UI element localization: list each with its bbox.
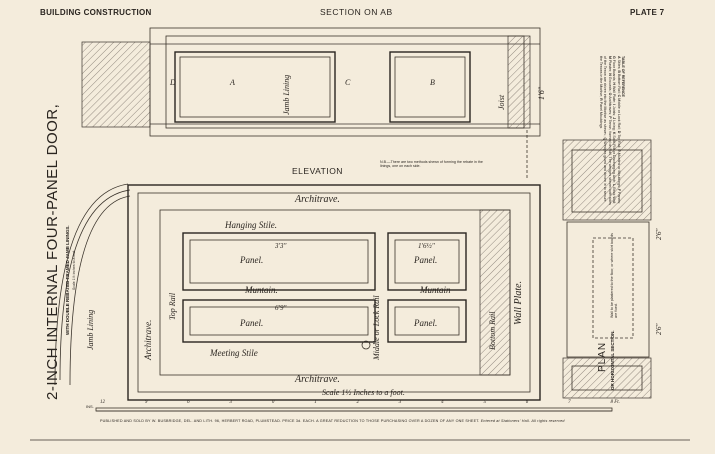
footer: PUBLISHED AND SOLD BY W. BUSBRIDGE, DEL.… <box>100 419 565 423</box>
scale-tick: 3 <box>229 400 232 405</box>
plan-note: Wall to be plastered to the floor, or wh… <box>610 233 619 318</box>
drawing-subtitle: WITH DOUBLE REBATED FRAMED JAMB LININGS. <box>65 225 70 335</box>
ref-entry: B Bottom Rail; <box>616 70 621 95</box>
plan-dim-lower: 2'6" <box>655 323 663 335</box>
label-architrave-left: Architrave. <box>143 319 153 360</box>
drawing-title: 2-INCH INTERNAL FOUR-PANEL DOOR, <box>44 103 61 400</box>
ref-entry: D Top Rail; <box>616 130 621 150</box>
elevation-title: ELEVATION <box>292 166 343 176</box>
ref-entry: F Panels; <box>616 188 621 205</box>
footer-rights: All rights reserved <box>531 419 565 423</box>
ref-entry: M Plaster; <box>607 56 612 74</box>
elevation-note: N.B.—There are two methods shewn of form… <box>380 160 483 169</box>
footer-publisher: PUBLISHED AND SOLD BY W. BUSBRIDGE, DEL.… <box>100 419 480 423</box>
scale-tick: 4 <box>441 400 444 405</box>
scale-caption: Scale 1½ Inches to a foot. <box>322 388 405 397</box>
series-title: BUILDING CONSTRUCTION <box>40 8 152 17</box>
ref-entry: G Floor Boards; <box>612 56 617 83</box>
section-title: SECTION ON AB <box>320 7 393 17</box>
ref-entry: H Wall Plate; <box>612 82 617 105</box>
dim-top-left-panel: 3'3" <box>275 242 287 250</box>
label-jamb-lining: Jamb Lining <box>86 309 95 350</box>
reference-table-title: TABLE OF REFERENCE <box>621 56 625 97</box>
dim-top-right-panel: 1'6½" <box>418 242 435 250</box>
plan-title: PLAN <box>597 341 608 372</box>
ref-entry: L Brick Wall; <box>612 184 617 205</box>
ref-entry: E Muntins or Mouldings; <box>616 149 621 189</box>
reference-table-entries: A Stiles; B Bottom Rail; C Middle or Loc… <box>599 56 621 206</box>
scale-tick: 8 Ft. <box>610 400 620 405</box>
ref-entry: N Grounds; <box>607 73 612 93</box>
label-panel-bottom-left: Panel. <box>240 318 264 328</box>
label-muntain-left: Muntain. <box>245 285 278 295</box>
footer-entered: Entered at Stationers' Hall. <box>480 419 531 423</box>
ref-entry: R Panel Mouldings <box>598 98 603 129</box>
ref-entry: C Middle or Lock Rail; <box>616 94 621 131</box>
label-middle-rail: Middle or Lock Rail <box>372 295 381 360</box>
label-panel-top-left: Panel. <box>240 255 264 265</box>
label-panel-bottom-right: Panel. <box>414 318 438 328</box>
plan-drawing <box>562 139 652 399</box>
section-letter-c: C <box>345 78 351 87</box>
label-architrave-top: Architrave. <box>295 194 340 205</box>
section-letter-b: B <box>430 78 435 87</box>
scale-tick: 7 <box>568 400 571 405</box>
scale-bar <box>95 407 613 412</box>
label-bottom-rail: Bottom Rail <box>488 311 497 350</box>
dim-bottom-left-panel: 6'9" <box>275 304 287 312</box>
ref-entry: O Architraves; <box>607 92 612 117</box>
reference-table: TABLE OF REFERENCE A Stiles; B Bottom Ra… <box>599 56 625 216</box>
label-wall-plate: Wall Plate. <box>513 280 524 325</box>
drawing-scale-note: Scale 1½ inches to a foot. <box>72 249 76 290</box>
scale-tick: 1 <box>314 400 317 405</box>
scale-tick: 0 <box>271 400 275 405</box>
label-panel-top-right: Panel. <box>414 255 438 265</box>
section-letter-a: A <box>230 78 235 87</box>
label-hanging-stile: Hanging Stile. <box>225 220 277 230</box>
plan-subtitle: OR HORIZONTAL SECTION. <box>610 330 615 390</box>
ref-entry: K Solid Rib or Discharging Arch; <box>612 131 617 185</box>
elevation-drawing <box>54 183 541 401</box>
scale-tick: 12 <box>100 400 105 405</box>
label-architrave-bottom: Architrave. <box>295 374 340 385</box>
ref-entry: I Joists; <box>612 104 617 118</box>
plan-dim-upper: 2'6" <box>655 228 663 240</box>
scale-tick: 5 <box>483 400 486 405</box>
plate-number: PLATE 7 <box>630 8 665 17</box>
ref-entry: J Lining; <box>612 117 617 132</box>
section-letter-d: D <box>170 78 176 87</box>
scale-ticks: 12 9 6 3 0 1 2 3 4 5 6 7 8 Ft. <box>100 400 620 406</box>
scale-tick: 9 <box>144 400 148 405</box>
label-muntain-right: Muntain <box>420 285 451 295</box>
scale-tick: 6 <box>187 400 190 405</box>
ref-entry: A Stiles; <box>616 56 621 71</box>
scale-tick: 6 <box>525 400 529 405</box>
scale-left-label: INS. <box>86 404 94 409</box>
section-drawing <box>81 27 541 180</box>
label-top-rail: Top Rail <box>168 292 177 320</box>
section-joist-label: Joist <box>497 94 506 110</box>
section-dimension: 1'6" <box>537 86 546 100</box>
scale-tick: 2 <box>356 400 359 405</box>
section-jamb-label: Jamb Lining <box>282 74 291 115</box>
scale-tick: 3 <box>398 400 402 405</box>
label-meeting-stile: Meeting Stile <box>210 348 258 358</box>
